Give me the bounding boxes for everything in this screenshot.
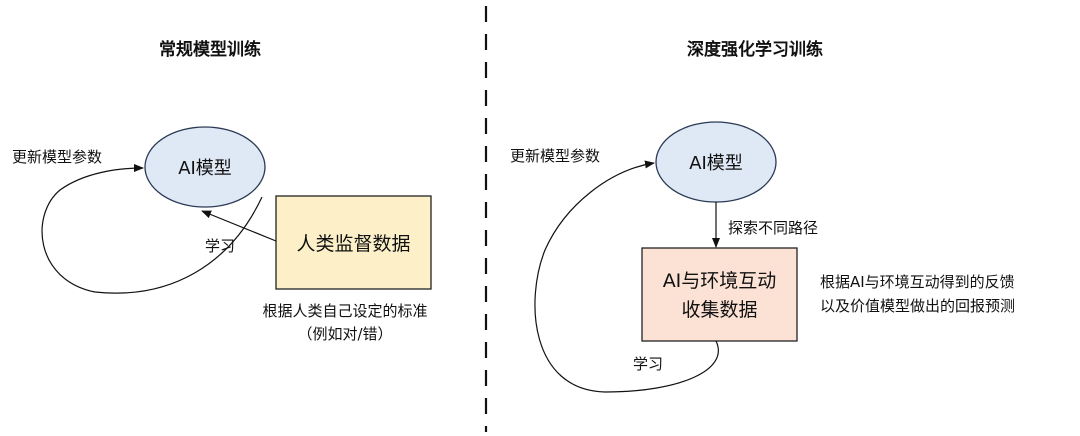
right-update-params-label: 更新模型参数: [510, 147, 600, 165]
right-env-interaction-box: [641, 247, 798, 342]
left-criteria-line2: （例如对/错）: [297, 325, 392, 343]
left-ai-model-node: [144, 126, 266, 208]
right-learn-label: 学习: [633, 355, 663, 373]
right-feedback-line2: 以及价值模型做出的回报预测: [820, 297, 1015, 315]
left-learn-arrow: [201, 210, 277, 242]
left-panel: 常规模型训练 AI模型 更新模型参数 人类监督数据 学习 根据人类自己设定的标准…: [12, 39, 432, 343]
left-title: 常规模型训练: [159, 39, 261, 60]
left-human-supervised-data-box: [275, 195, 432, 290]
left-ai-model-label: AI模型: [178, 158, 232, 179]
left-criteria-line1: 根据人类自己设定的标准: [262, 302, 427, 320]
left-learn-label: 学习: [205, 237, 235, 255]
right-feedback-line1: 根据AI与环境互动得到的反馈: [820, 273, 1015, 291]
left-update-loop-arrow: [41, 164, 263, 294]
right-box-line1: AI与环境互动: [663, 270, 777, 292]
right-box-line2: 收集数据: [681, 299, 757, 321]
right-panel: 深度强化学习训练 AI模型 更新模型参数 探索不同路径 AI与环境互动 收集数据…: [510, 39, 1015, 393]
left-update-params-label: 更新模型参数: [12, 148, 102, 166]
right-explore-label: 探索不同路径: [728, 219, 818, 237]
right-title: 深度强化学习训练: [687, 39, 823, 60]
right-ai-model-label: AI模型: [689, 153, 743, 174]
right-learn-loop-arrow: [534, 160, 719, 393]
left-box-label: 人类监督数据: [296, 233, 410, 255]
